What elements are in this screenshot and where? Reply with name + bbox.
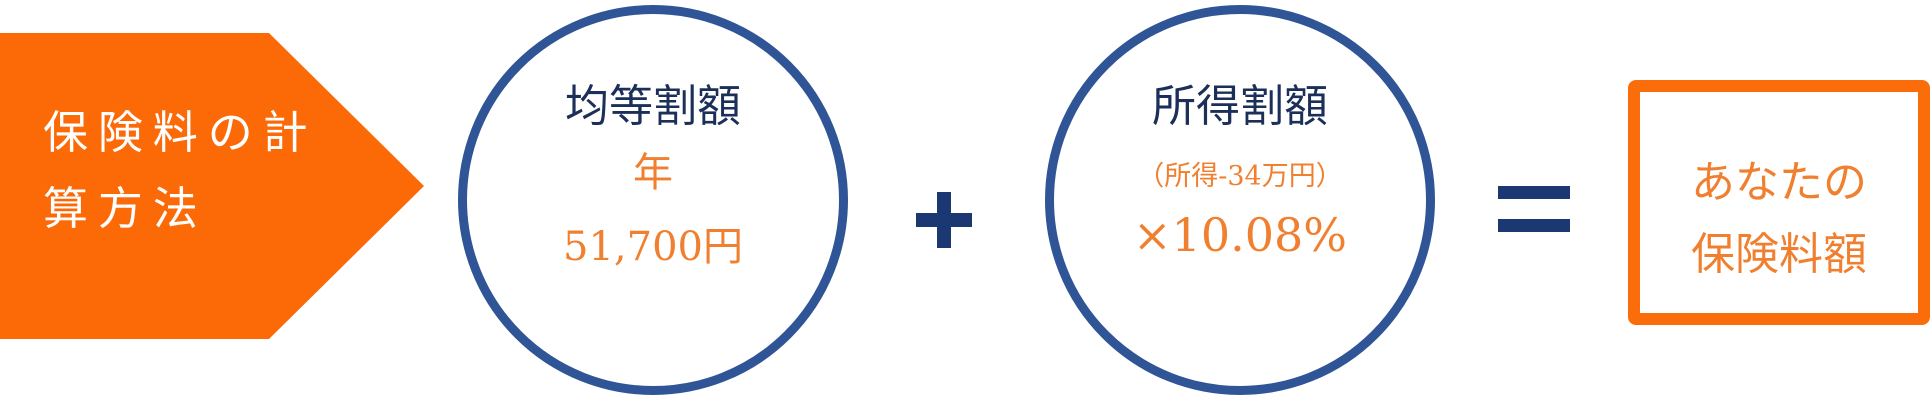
income-based-formula: （所得-34万円） [1137, 161, 1343, 192]
per-capita-circle: 均等割額 年 51,700円 [458, 5, 848, 395]
income-based-rate: ×10.08% [1133, 208, 1347, 262]
result-label: あなたの 保険料額 [1640, 147, 1918, 291]
method-line-2: 算方法 [43, 182, 208, 235]
income-based-circle: 所得割額 （所得-34万円） ×10.08% [1045, 5, 1435, 395]
result-line-1: あなたの [1691, 157, 1867, 208]
plus-icon [916, 192, 972, 248]
result-box: あなたの 保険料額 [1628, 80, 1930, 325]
method-line-1: 保険料の計 [43, 106, 318, 159]
per-capita-period: 年 [633, 150, 673, 196]
per-capita-title: 均等割額 [565, 81, 741, 132]
per-capita-amount: 51,700円 [563, 224, 743, 270]
calculation-method-label: 保険料の計 算方法 [43, 95, 343, 247]
result-line-2: 保険料額 [1691, 229, 1867, 280]
equals-icon [1498, 186, 1570, 232]
income-based-title: 所得割額 [1152, 81, 1328, 132]
